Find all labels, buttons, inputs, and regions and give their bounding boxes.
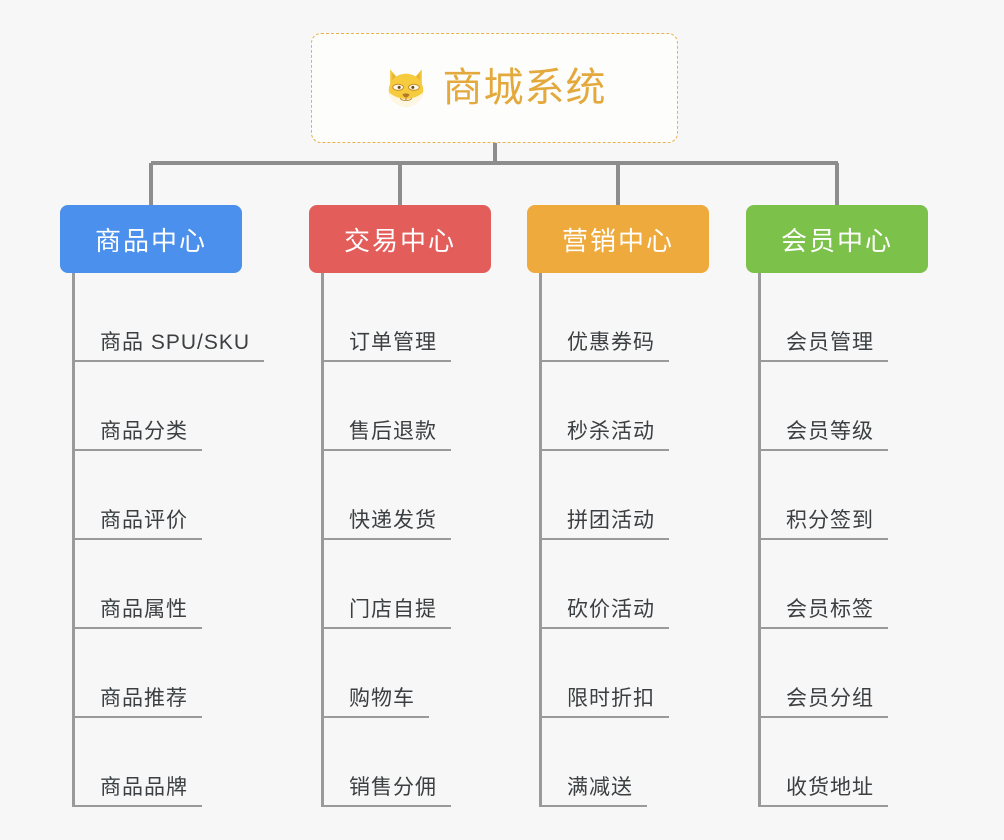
leaf-underline [539,627,669,629]
leaf-label: 收货地址 [786,776,874,799]
leaf-label: 会员管理 [786,331,874,354]
leaf-item[interactable]: 门店自提 [309,540,491,629]
branch-spine [758,273,761,807]
leaf-item[interactable]: 秒杀活动 [527,362,709,451]
leaf-underline [321,627,451,629]
leaf-label: 限时折扣 [567,687,655,710]
leaf-underline [72,449,202,451]
leaf-underline [72,805,202,807]
category-header-label: 商品中心 [94,225,207,256]
leaf-underline [72,360,265,362]
leaf-item[interactable]: 商品品牌 [60,718,242,807]
leaf-label: 会员等级 [786,420,874,443]
leaf-label: 商品分类 [100,420,188,443]
leaf-item[interactable]: 积分签到 [746,451,928,540]
leaf-underline [539,360,669,362]
leaf-label: 商品品牌 [100,776,188,799]
category-header-label: 交易中心 [343,225,456,256]
leaf-label: 秒杀活动 [567,420,655,443]
leaf-underline [758,538,888,540]
leaf-underline [321,805,451,807]
leaf-label: 门店自提 [349,598,437,621]
leaf-list-product-center: 商品 SPU/SKU 商品分类 商品评价 商品属性 商品推荐 商品品牌 [60,273,265,807]
leaf-label: 购物车 [349,687,415,710]
leaf-item[interactable]: 优惠券码 [527,273,709,362]
leaf-underline [321,449,451,451]
leaf-item[interactable]: 快递发货 [309,451,491,540]
leaf-item[interactable]: 商品属性 [60,540,242,629]
leaf-underline [321,716,429,718]
leaf-item[interactable]: 购物车 [309,629,491,718]
root-title: 商城系统 [442,66,607,110]
branch-spine [72,273,75,807]
leaf-label: 商品 SPU/SKU [100,331,251,354]
leaf-label: 订单管理 [349,331,437,354]
leaf-item[interactable]: 商品评价 [60,451,242,540]
leaf-item[interactable]: 商品 SPU/SKU [60,273,265,362]
leaf-label: 满减送 [567,776,633,799]
leaf-label: 售后退款 [349,420,437,443]
category-header-product-center[interactable]: 商品中心 [60,205,242,273]
branch-column-trade-center: 交易中心 订单管理 售后退款 快递发货 门店自提 购物车 [309,205,491,807]
leaf-underline [758,360,888,362]
leaf-label: 拼团活动 [567,509,655,532]
leaf-item[interactable]: 收货地址 [746,718,928,807]
shiba-dog-icon [388,69,423,107]
branch-spine [539,273,542,807]
category-header-trade-center[interactable]: 交易中心 [309,205,491,273]
leaf-item[interactable]: 售后退款 [309,362,491,451]
leaf-underline [321,360,451,362]
leaf-item[interactable]: 商品推荐 [60,629,242,718]
leaf-underline [539,716,669,718]
leaf-label: 商品评价 [100,509,188,532]
leaf-item[interactable]: 满减送 [527,718,709,807]
leaf-underline [758,805,888,807]
leaf-underline [758,449,888,451]
leaf-underline [539,449,669,451]
leaf-label: 积分签到 [786,509,874,532]
category-header-label: 营销中心 [561,225,674,256]
branch-column-product-center: 商品中心 商品 SPU/SKU 商品分类 商品评价 商品属性 商品推荐 [60,205,265,807]
leaf-underline [539,538,669,540]
leaf-underline [72,716,202,718]
leaf-item[interactable]: 会员管理 [746,273,928,362]
leaf-item[interactable]: 砍价活动 [527,540,709,629]
leaf-underline [758,627,888,629]
root-node-商城系统[interactable]: 商城系统 [311,33,678,143]
branch-column-marketing-center: 营销中心 优惠券码 秒杀活动 拼团活动 砍价活动 限时折扣 [527,205,709,807]
branch-spine [321,273,324,807]
leaf-item[interactable]: 销售分佣 [309,718,491,807]
leaf-label: 商品属性 [100,598,188,621]
leaf-item[interactable]: 订单管理 [309,273,491,362]
leaf-list-trade-center: 订单管理 售后退款 快递发货 门店自提 购物车 销售分佣 [309,273,491,807]
leaf-underline [758,716,888,718]
branch-column-member-center: 会员中心 会员管理 会员等级 积分签到 会员标签 会员分组 [746,205,928,807]
leaf-list-member-center: 会员管理 会员等级 积分签到 会员标签 会员分组 收货地址 [746,273,928,807]
leaf-label: 快递发货 [349,509,437,532]
leaf-underline [72,538,202,540]
leaf-item[interactable]: 商品分类 [60,362,242,451]
leaf-underline [321,538,451,540]
leaf-label: 砍价活动 [567,598,655,621]
category-header-member-center[interactable]: 会员中心 [746,205,928,273]
leaf-item[interactable]: 拼团活动 [527,451,709,540]
leaf-label: 优惠券码 [567,331,655,354]
leaf-list-marketing-center: 优惠券码 秒杀活动 拼团活动 砍价活动 限时折扣 满减送 [527,273,709,807]
leaf-underline [539,805,647,807]
leaf-item[interactable]: 会员等级 [746,362,928,451]
category-header-label: 会员中心 [780,225,893,256]
leaf-label: 商品推荐 [100,687,188,710]
leaf-item[interactable]: 限时折扣 [527,629,709,718]
leaf-item[interactable]: 会员分组 [746,629,928,718]
leaf-label: 会员分组 [786,687,874,710]
leaf-label: 会员标签 [786,598,874,621]
leaf-item[interactable]: 会员标签 [746,540,928,629]
leaf-label: 销售分佣 [349,776,437,799]
category-header-marketing-center[interactable]: 营销中心 [527,205,709,273]
leaf-underline [72,627,202,629]
